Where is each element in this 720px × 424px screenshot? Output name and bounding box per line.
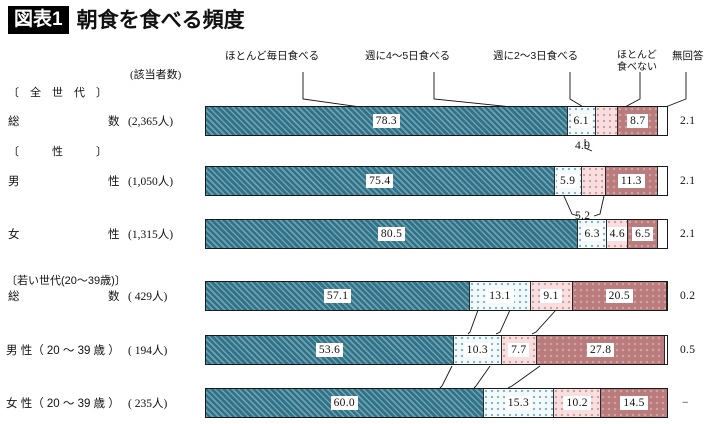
stacked-bar: 75.4 5.9 11.3 (205, 166, 668, 196)
segment-value: 8.7 (627, 113, 649, 129)
bar-segment-2to3days[interactable]: 9.1 (529, 282, 572, 310)
bar-segment-2to3days[interactable]: 10.2 (553, 389, 601, 417)
row-count: (2,365人) (128, 116, 174, 128)
bar-segment-noanswer[interactable] (657, 107, 667, 135)
bar-segment-everyday[interactable]: 60.0 (206, 389, 483, 417)
segment-value: 57.1 (323, 288, 352, 304)
legend-label-rarely-line2: 食べない (617, 62, 657, 73)
segment-value: 78.3 (372, 113, 400, 129)
row-count: ( 235人) (128, 398, 168, 410)
row-label-left: 総 (8, 291, 20, 303)
stacked-bar: 78.3 6.1 8.7 (205, 106, 668, 136)
bar-segment-4to5days[interactable]: 5.9 (553, 167, 581, 195)
segment-value: 53.6 (315, 342, 344, 358)
group-header-young-generation: 〔若い世代(20〜39歳)〕 (6, 275, 126, 287)
group-header-all-generations: 〔 全 世 代 〕 (8, 87, 107, 99)
bar-segment-noanswer[interactable] (657, 220, 667, 248)
row-count: ( 429人) (128, 291, 168, 303)
bar-segment-rarely[interactable]: 8.7 (617, 107, 658, 135)
table-row: 男 性（ 20 〜 39 歳 ） ( 194人) 53.6 10.3 7.7 2… (0, 335, 720, 365)
segment-value: 11.3 (617, 173, 645, 189)
segment-value: 6.1 (570, 113, 592, 129)
row-noanswer-value: − (682, 397, 689, 409)
segment-value: 7.7 (508, 342, 530, 358)
bar-segment-everyday[interactable]: 53.6 (206, 336, 454, 364)
bar-segment-rarely[interactable]: 27.8 (536, 336, 665, 364)
figure-number-badge: 図表1 (8, 6, 69, 34)
segment-value: 6.5 (632, 226, 654, 242)
bar-segment-rarely[interactable]: 6.5 (627, 220, 658, 248)
segment-value: 80.5 (377, 226, 406, 242)
group-header-sex: 〔 性 〕 (8, 146, 107, 158)
count-column-header: (該当者数) (130, 69, 182, 81)
segment-value: 6.3 (581, 226, 603, 242)
row-label-left: 女 性（ 20 〜 39 歳 ） (6, 398, 120, 410)
bar-segment-everyday[interactable]: 78.3 (206, 107, 567, 135)
table-row: 女 性（ 20 〜 39 歳 ） ( 235人) 60.0 15.3 10.2 … (0, 388, 720, 418)
bar-segment-4to5days[interactable]: 6.3 (577, 220, 607, 248)
segment-value: 60.0 (330, 395, 358, 411)
bar-segment-noanswer[interactable] (656, 167, 667, 195)
row-label-left: 男 性（ 20 〜 39 歳 ） (6, 345, 120, 357)
segment-value: 10.3 (463, 342, 491, 358)
bar-segment-rarely[interactable]: 11.3 (604, 167, 657, 195)
table-row: 総 数 (2,365人) 78.3 6.1 8.7 4.9 2.1 (0, 106, 720, 152)
segment-value: 13.1 (486, 288, 514, 304)
row-label-left: 男 (8, 176, 20, 188)
stacked-bar: 53.6 10.3 7.7 27.8 (205, 335, 668, 365)
row-noanswer-value: 2.1 (680, 115, 696, 127)
bar-segment-everyday[interactable]: 57.1 (206, 282, 470, 310)
bar-segment-rarely[interactable]: 20.5 (571, 282, 666, 310)
bar-segment-4to5days[interactable]: 15.3 (482, 389, 554, 417)
bar-segment-2to3days[interactable] (594, 107, 618, 135)
page-title: 朝食を食べる頻度 (76, 8, 245, 32)
row-noanswer-value: 0.5 (680, 344, 696, 356)
row-count: (1,315人) (128, 229, 174, 241)
row-noanswer-value: 2.1 (680, 175, 696, 187)
legend-label-rarely-line1: ほとんど (617, 50, 657, 61)
legend-label-2to3days: 週に2〜3日食べる (493, 50, 579, 62)
legend-label-noanswer: 無回答 (672, 50, 704, 62)
bar-segment-2to3days[interactable]: 4.6 (606, 220, 628, 248)
segment-value-callout-2to3days: 4.9 (575, 140, 591, 152)
segment-value: 10.2 (563, 395, 591, 411)
row-label-right: 性 (108, 176, 120, 188)
table-row: 総 数 ( 429人) 57.1 13.1 9.1 20.5 0.2 (0, 281, 720, 311)
chart-title-row: 図表1 朝食を食べる頻度 (8, 6, 245, 34)
bar-segment-rarely[interactable]: 14.5 (600, 389, 667, 417)
row-noanswer-value: 2.1 (680, 228, 696, 240)
row-label-right: 数 (108, 116, 120, 128)
segment-value: 15.3 (504, 395, 533, 411)
stacked-bar: 80.5 6.3 4.6 6.5 (205, 219, 668, 249)
bar-segment-4to5days[interactable]: 6.1 (566, 107, 595, 135)
row-noanswer-value: 0.2 (680, 290, 696, 302)
row-label-right: 性 (108, 229, 120, 241)
segment-value: 27.8 (586, 342, 615, 358)
bar-segment-noanswer[interactable] (664, 336, 667, 364)
stacked-bar: 57.1 13.1 9.1 20.5 (205, 281, 668, 311)
row-label-left: 総 (8, 116, 20, 128)
bar-segment-4to5days[interactable]: 10.3 (453, 336, 501, 364)
row-label-left: 女 (8, 229, 20, 241)
bar-segment-2to3days[interactable]: 7.7 (500, 336, 537, 364)
row-count: (1,050人) (128, 176, 174, 188)
segment-value: 4.6 (606, 226, 628, 242)
row-label-right: 数 (108, 291, 120, 303)
legend-label-everyday: ほとんど毎日食べる (225, 50, 320, 62)
legend-label-4to5days: 週に4〜5日食べる (365, 50, 451, 62)
bar-segment-everyday[interactable]: 75.4 (206, 167, 554, 195)
segment-value: 9.1 (540, 288, 562, 304)
segment-value: 75.4 (366, 173, 394, 189)
bar-segment-2to3days[interactable] (580, 167, 605, 195)
segment-value: 5.9 (557, 173, 579, 189)
segment-value: 20.5 (605, 288, 633, 304)
row-count: ( 194人) (128, 345, 168, 357)
bar-segment-noanswer[interactable] (666, 282, 667, 310)
bar-segment-everyday[interactable]: 80.5 (206, 220, 578, 248)
bar-segment-4to5days[interactable]: 13.1 (469, 282, 530, 310)
segment-value: 14.5 (620, 395, 648, 411)
table-row: 女 性 (1,315人) 80.5 6.3 4.6 6.5 2.1 (0, 219, 720, 249)
stacked-bar: 60.0 15.3 10.2 14.5 (205, 388, 668, 418)
table-row: 男 性 (1,050人) 75.4 5.9 11.3 5.2 2.1 (0, 166, 720, 222)
